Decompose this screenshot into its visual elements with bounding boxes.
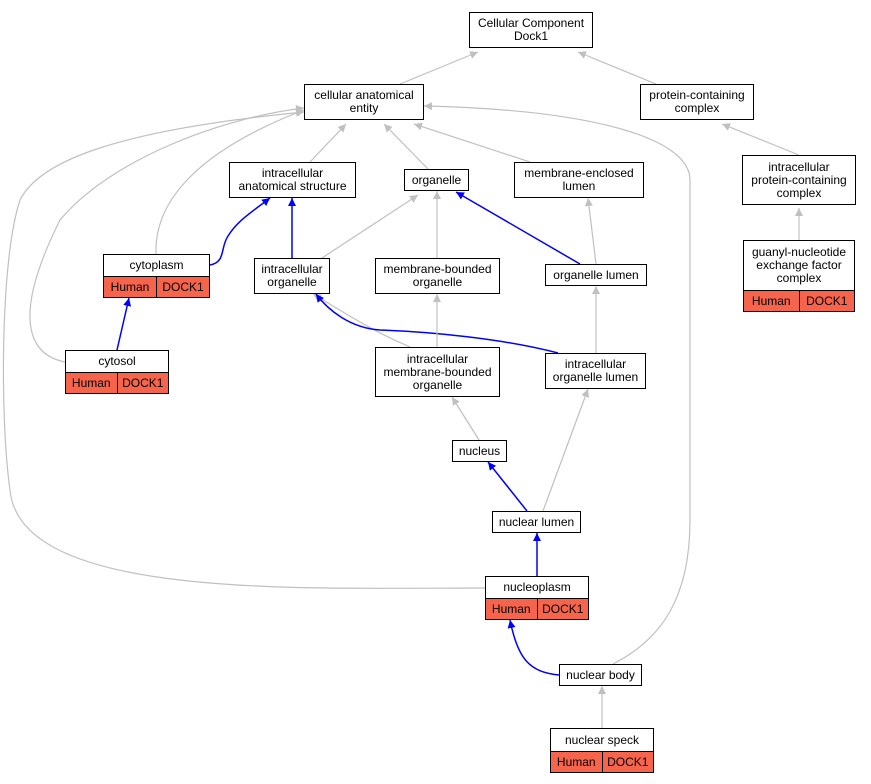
edge-cytoplasm-to-cae — [155, 109, 305, 255]
gene-badge: DOCK1 — [156, 277, 209, 297]
node-nucleus[interactable]: nucleus — [452, 440, 507, 462]
node-label: intracellular protein-containing complex — [751, 159, 847, 200]
edge-cytoplasm-to-ias — [209, 197, 271, 266]
node-intracellular-anatomical-structure[interactable]: intracellular anatomical structure — [229, 162, 356, 198]
edge-cytosol-to-cae — [29, 104, 305, 363]
node-label: organelle — [411, 172, 462, 187]
node-label: guanyl-nucleotide exchange factor comple… — [751, 245, 847, 285]
species-badge: Human — [110, 279, 150, 294]
node-label: intracellular organelle — [261, 262, 323, 289]
node-label: Cellular Component Dock1 — [477, 16, 585, 43]
edge-ol-to-organelle — [455, 191, 581, 265]
node-label: nuclear body — [566, 667, 635, 682]
node-label: cytoplasm — [129, 258, 184, 272]
edge-pcc-to-root — [577, 51, 657, 85]
node-label: protein-containing complex — [649, 88, 745, 115]
edge-ias-to-cae — [309, 123, 347, 163]
node-label: nuclear speck — [564, 732, 640, 747]
node-nuclear-lumen[interactable]: nuclear lumen — [492, 511, 581, 533]
edge-layer — [2, 51, 803, 728]
node-protein-containing-complex[interactable]: protein-containing complex — [640, 84, 754, 120]
node-label: membrane-bounded organelle — [383, 262, 492, 289]
annotation-row: Human DOCK1 — [486, 598, 588, 619]
species-badge: Human — [751, 293, 791, 308]
edge-nucleus-to-imbo — [451, 396, 480, 441]
edge-ipcc-to-pcc — [721, 123, 800, 156]
node-label: membrane-enclosed lumen — [524, 166, 634, 193]
edge-organelle-to-cae — [383, 123, 429, 170]
node-label: intracellular anatomical structure — [238, 166, 347, 193]
edge-ol-to-mel — [584, 197, 597, 265]
annotation-row: Human DOCK1 — [66, 372, 168, 393]
edge-cytosol-to-cytoplasm — [116, 297, 132, 351]
node-label: intracellular membrane-bounded organelle — [383, 351, 492, 392]
species-badge: Human — [556, 754, 596, 769]
node-label: nucleus — [458, 443, 501, 458]
node-organelle-lumen[interactable]: organelle lumen — [545, 264, 647, 286]
node-nuclear-speck[interactable]: nuclear speck Human DOCK1 — [550, 728, 654, 773]
annotation-row: Human DOCK1 — [551, 751, 653, 772]
node-organelle[interactable]: organelle — [404, 169, 469, 191]
edge-mel-to-cae — [413, 122, 531, 163]
species-badge: Human — [491, 601, 531, 616]
edge-nb-to-np — [507, 619, 560, 676]
node-cellular-anatomical-entity[interactable]: cellular anatomical entity — [304, 84, 424, 120]
edge-io-to-organelle — [321, 194, 419, 259]
species-badge: Human — [71, 375, 111, 390]
node-nuclear-body[interactable]: nuclear body — [559, 664, 642, 686]
edge-imbo-to-io — [312, 293, 411, 348]
gene-badge: DOCK1 — [601, 752, 654, 772]
node-cytosol[interactable]: cytosol Human DOCK1 — [65, 350, 169, 394]
node-membrane-bounded-organelle[interactable]: membrane-bounded organelle — [375, 258, 500, 294]
edge-nl-to-iol — [542, 388, 589, 512]
node-guanyl-nucleotide-exchange-factor-complex[interactable]: guanyl-nucleotide exchange factor comple… — [743, 240, 855, 312]
gene-badge: DOCK1 — [798, 291, 855, 311]
gene-badge: DOCK1 — [536, 599, 589, 619]
node-intracellular-organelle-lumen[interactable]: intracellular organelle lumen — [545, 353, 646, 389]
node-label: cellular anatomical entity — [314, 88, 414, 115]
node-label: cytosol — [98, 354, 136, 368]
node-label: nucleoplasm — [503, 580, 571, 594]
node-nucleoplasm[interactable]: nucleoplasm Human DOCK1 — [485, 576, 589, 620]
node-intracellular-membrane-bounded-organelle[interactable]: intracellular membrane-bounded organelle — [375, 347, 500, 397]
edge-nb-to-cae — [423, 102, 691, 665]
edge-cae-to-root — [399, 51, 479, 85]
edge-iol-to-io — [315, 293, 559, 354]
node-label: nuclear lumen — [498, 514, 575, 529]
node-cytoplasm[interactable]: cytoplasm Human DOCK1 — [103, 254, 210, 298]
node-intracellular-organelle[interactable]: intracellular organelle — [254, 258, 330, 294]
node-label: organelle lumen — [553, 267, 639, 282]
node-cellular-component-dock1[interactable]: Cellular Component Dock1 — [469, 12, 593, 48]
node-membrane-enclosed-lumen[interactable]: membrane-enclosed lumen — [514, 162, 644, 198]
node-intracellular-protein-containing-complex[interactable]: intracellular protein-containing complex — [742, 155, 856, 205]
node-label: intracellular organelle lumen — [552, 357, 639, 384]
annotation-row: Human DOCK1 — [744, 290, 854, 311]
gene-badge: DOCK1 — [116, 373, 169, 393]
edge-nl-to-nucleus — [487, 461, 528, 512]
annotation-row: Human DOCK1 — [104, 276, 209, 297]
edge-np-to-cae — [2, 108, 486, 589]
